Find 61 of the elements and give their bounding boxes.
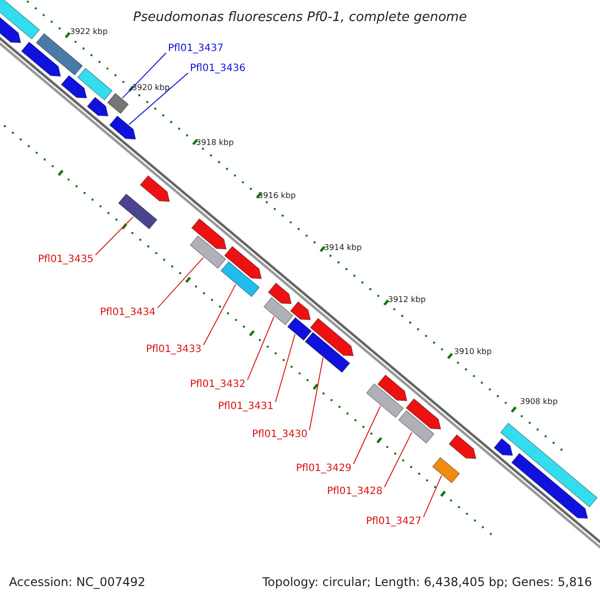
gene-feature <box>406 398 442 430</box>
gene-block <box>263 297 294 326</box>
gene-block <box>107 92 129 114</box>
gene-block <box>398 410 435 444</box>
gene-label: Pfl01_3437 <box>168 43 224 54</box>
leader-line <box>203 284 236 346</box>
leader-line <box>157 257 204 308</box>
gene-feature <box>511 452 588 519</box>
scale-label: 3910 kbp <box>454 347 492 356</box>
leader-line <box>247 316 274 380</box>
gene-label: Pfl01_3427 <box>366 516 422 527</box>
gene-label: Pfl01_3429 <box>296 463 352 474</box>
scale-label: 3908 kbp <box>520 397 558 406</box>
gene-label: Pfl01_3434 <box>100 307 156 318</box>
gene-block <box>366 383 404 418</box>
gene-block <box>118 193 158 230</box>
gene-block <box>0 0 40 40</box>
scale-label: 3914 kbp <box>324 243 362 252</box>
gene-label: Pfl01_3430 <box>252 429 308 440</box>
gene-label: Pfl01_3435 <box>38 254 94 265</box>
leader-line <box>309 357 324 430</box>
gene-feature <box>224 246 262 280</box>
gene-feature <box>377 374 408 402</box>
accession-text: Accession: NC_007492 <box>9 575 146 589</box>
leader-line <box>353 406 381 464</box>
leader-line <box>275 334 296 402</box>
gene-block <box>190 235 226 269</box>
gene-label: Pfl01_3431 <box>218 401 274 412</box>
gene-feature <box>191 218 227 250</box>
leader-line <box>384 432 412 488</box>
gene-feature <box>109 115 136 140</box>
gene-feature <box>448 434 476 460</box>
gene-label: Pfl01_3433 <box>146 344 202 355</box>
gene-label: Pfl01_3432 <box>190 379 246 390</box>
gene-feature <box>310 318 354 356</box>
gene-feature <box>268 282 292 304</box>
leader-line <box>423 475 442 518</box>
leader-line <box>122 52 166 99</box>
scale-label: 3916 kbp <box>258 191 296 200</box>
genome-info-text: Topology: circular; Length: 6,438,405 bp; Genes: 5,816 <box>262 575 592 589</box>
gene-block <box>36 33 83 76</box>
gene-feature <box>20 41 62 77</box>
gene-block <box>500 422 598 508</box>
title: Pseudomonas fluorescens Pf0-1, complete genome <box>132 10 468 25</box>
gene-block <box>304 332 350 373</box>
gene-feature <box>494 438 514 456</box>
gene-block <box>432 456 460 484</box>
scale-label: 3922 kbp <box>70 27 108 36</box>
gene-feature <box>86 96 108 116</box>
leader-line <box>128 72 188 125</box>
scale-label: 3920 kbp <box>132 83 170 92</box>
gene-block <box>287 317 312 341</box>
gene-feature <box>140 175 170 202</box>
scale-label: 3918 kbp <box>196 138 234 147</box>
gene-block <box>77 68 113 101</box>
gene-label: Pfl01_3428 <box>327 486 383 497</box>
gene-block <box>220 261 260 298</box>
gene-label: Pfl01_3436 <box>190 63 246 74</box>
leader-line <box>95 216 134 256</box>
gene-feature <box>290 301 311 320</box>
scale-label: 3912 kbp <box>388 295 426 304</box>
